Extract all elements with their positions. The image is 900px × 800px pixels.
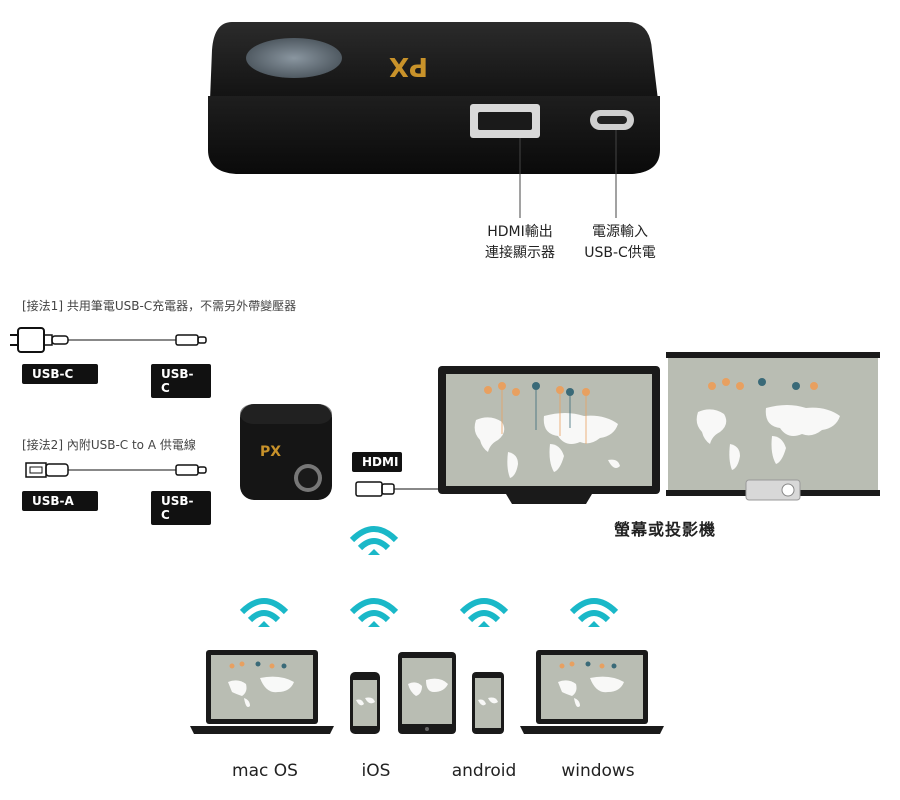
wifi-icon-ios: [349, 598, 399, 627]
px-logo: PX: [389, 51, 428, 81]
px-logo-front: PX: [260, 444, 281, 460]
projector-screen: [666, 352, 880, 501]
hdmi-output-callout: HDMI輸出 連接顯示器: [485, 224, 555, 261]
method1-right-tag: USB-C: [151, 364, 211, 398]
laptop-windows: [520, 650, 664, 734]
projector-icon: [745, 479, 801, 501]
tablet-ios: [398, 652, 456, 734]
hdmi-cable: [355, 481, 440, 497]
phone-android: [472, 672, 504, 734]
transmitter-front: PX: [240, 404, 332, 500]
method1-title: [接法1] 共用筆電USB-C充電器，不需另外帶變壓器: [22, 299, 297, 313]
laptop-mac: [190, 650, 334, 734]
transmitter-body: [208, 22, 660, 174]
method2-left-tag: USB-A: [22, 491, 98, 511]
usbc-plug-icon-2: [175, 464, 199, 476]
method2-cable: [25, 462, 207, 478]
display-label: 螢幕或投影機: [614, 520, 717, 539]
transmitter-button: [246, 38, 342, 78]
wifi-icon-windows: [569, 598, 619, 627]
power-input-callout: 電源輸入 USB-C供電: [584, 224, 656, 261]
os-label-windows: windows: [561, 761, 635, 781]
os-label-mac: mac OS: [232, 761, 298, 781]
usbc-plug-icon: [175, 334, 199, 346]
transmitter-illustration: PX: [208, 22, 660, 218]
monitor: [438, 366, 660, 504]
wifi-icon-mac: [239, 598, 289, 627]
method2-right-tag: USB-C: [151, 491, 211, 525]
wifi-icon-android: [459, 598, 509, 627]
os-label-ios: iOS: [361, 761, 391, 781]
method2-title: [接法2] 內附USB-C to A 供電線: [22, 438, 196, 452]
method1-left-tag: USB-C: [22, 364, 98, 384]
world-map-icon-2: [696, 405, 840, 470]
method1-cable: [10, 327, 207, 353]
world-map-icon: [474, 413, 620, 478]
phone-ios: [350, 672, 380, 734]
usba-plug-icon: [25, 462, 47, 478]
hdmi-plug-icon: [355, 481, 383, 497]
os-label-android: android: [451, 761, 517, 781]
hdmi-tag: HDMI: [352, 452, 402, 472]
wifi-transmit-icon: [349, 526, 399, 555]
charger-icon: [17, 327, 45, 353]
